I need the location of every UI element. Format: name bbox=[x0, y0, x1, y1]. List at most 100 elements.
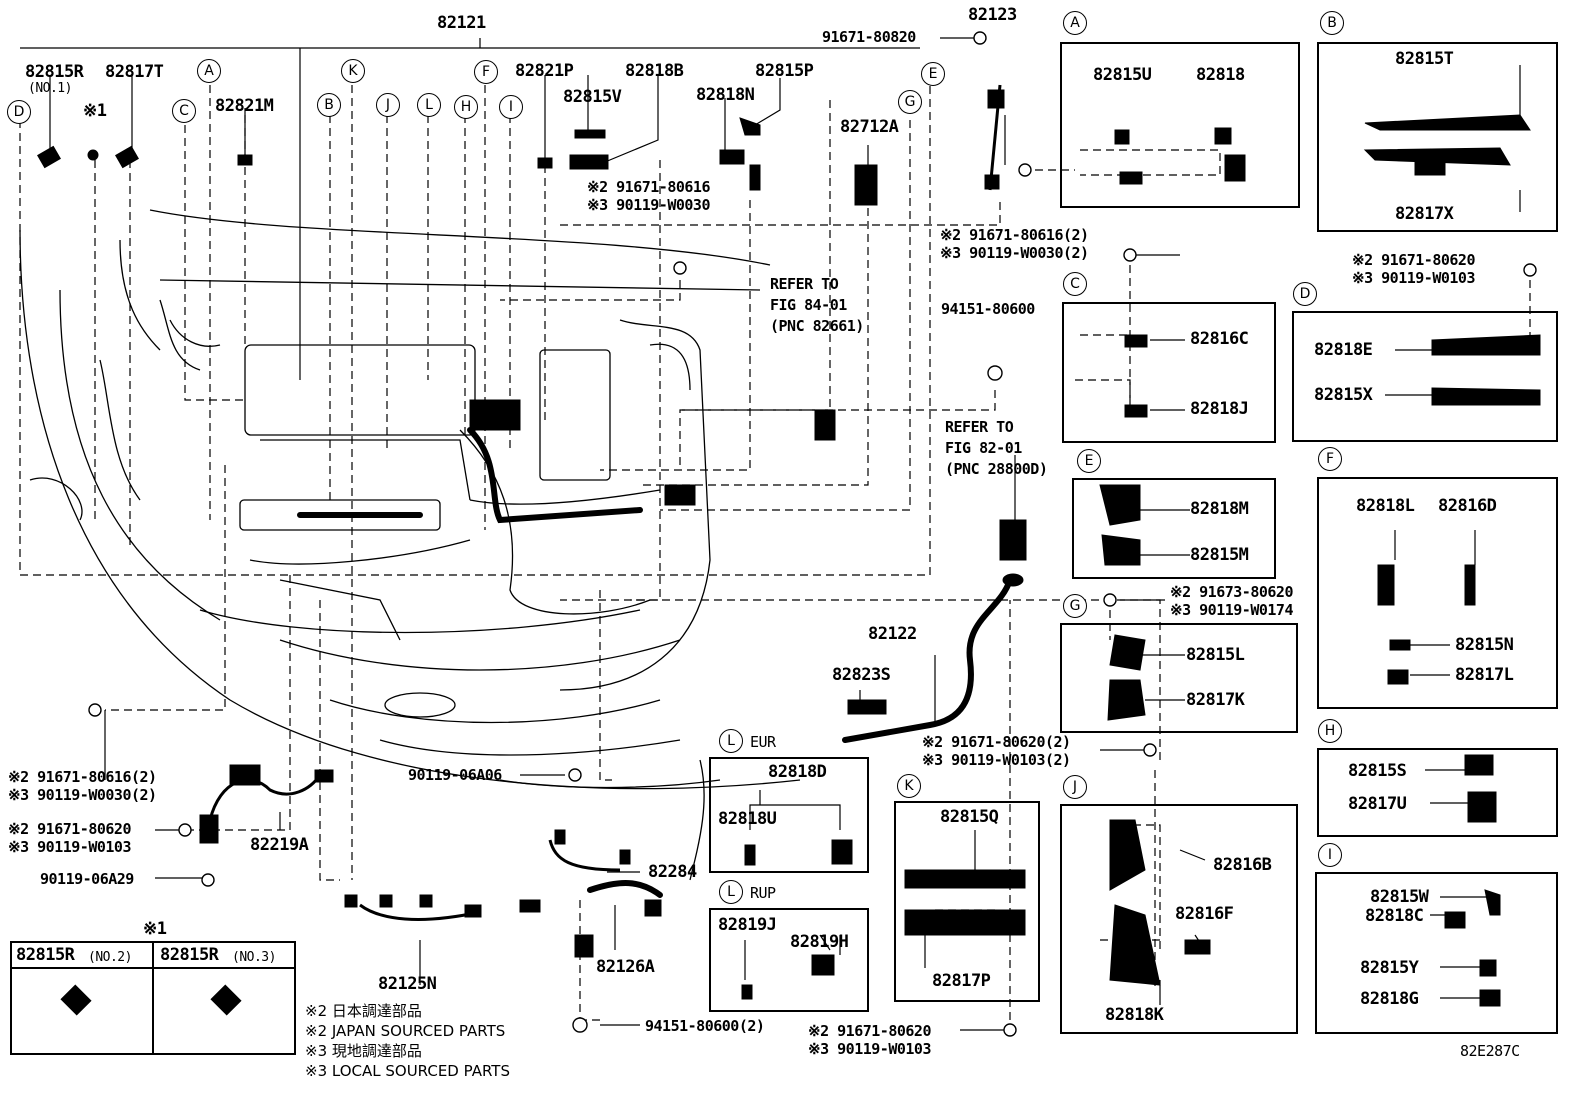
inset-I bbox=[1315, 872, 1558, 1034]
note-line-1: ※2 日本調達部品 bbox=[305, 1002, 422, 1020]
part-94151-80600-label: 94151-80600 bbox=[941, 300, 1035, 318]
part-82126A-label: 82126A bbox=[596, 957, 655, 977]
part-82821M-label: 82821M bbox=[215, 96, 274, 116]
inset-G-callout-1: ※2 91673-80620 bbox=[1170, 583, 1293, 601]
inset-I-part-2: 82818C bbox=[1365, 906, 1424, 926]
inset-H bbox=[1317, 748, 1558, 837]
inset-D-callout-2: ※3 90119-W0103 bbox=[1352, 269, 1475, 287]
part-82284-label: 82284 bbox=[648, 862, 697, 882]
note-line-2: ※2 JAPAN SOURCED PARTS bbox=[305, 1022, 506, 1040]
inset-K bbox=[894, 801, 1040, 1002]
inset-E-part-1: 82818M bbox=[1190, 499, 1249, 519]
inset-C-part-1: 82816C bbox=[1190, 329, 1249, 349]
inset-L-rup-part-1: 82819J bbox=[718, 915, 777, 935]
part-90119-06A29-label: 90119-06A29 bbox=[40, 870, 134, 888]
inset-G-part-1: 82815L bbox=[1186, 645, 1245, 665]
part-82818N-label: 82818N bbox=[696, 85, 755, 105]
part-82712A-label: 82712A bbox=[840, 117, 899, 137]
inset-G-part-2: 82817K bbox=[1186, 690, 1245, 710]
inset-L-rup-region: RUP bbox=[750, 884, 776, 902]
part-82817T-label: 82817T bbox=[105, 62, 164, 82]
part-91671-80820-label: 91671-80820 bbox=[822, 28, 916, 46]
part-82123-label: 82123 bbox=[968, 5, 1017, 25]
inset-H-circle: H bbox=[1318, 719, 1342, 743]
inset-B-part-2: 82817X bbox=[1395, 204, 1454, 224]
inset-B-circle: B bbox=[1320, 11, 1344, 35]
inset-E-part-2: 82815M bbox=[1190, 545, 1249, 565]
inset-F-part-3: 82815N bbox=[1455, 635, 1514, 655]
note-line-3: ※3 現地調達部品 bbox=[305, 1042, 422, 1060]
inset-I-part-1: 82815W bbox=[1370, 887, 1429, 907]
part-82823S-label: 82823S bbox=[832, 665, 891, 685]
inset-F bbox=[1317, 477, 1558, 709]
inset-L-rup-circle: L bbox=[719, 880, 743, 904]
refer2-line2: FIG 82-01 bbox=[945, 439, 1022, 457]
inset-F-part-1: 82818L bbox=[1356, 496, 1415, 516]
diagram-code: 82E287C bbox=[1460, 1042, 1520, 1060]
inset-I-part-3: 82815Y bbox=[1360, 958, 1419, 978]
circle-B-main: B bbox=[317, 93, 341, 117]
star1-cell1-part: 82815R bbox=[16, 945, 75, 965]
circle-J-main: J bbox=[376, 93, 400, 117]
part-94151-80600-2-label: 94151-80600(2) bbox=[645, 1017, 765, 1035]
part-82122-label: 82122 bbox=[868, 624, 917, 644]
inset-F-part-4: 82817L bbox=[1455, 665, 1514, 685]
callout-bottom-line1: ※2 91671-80620 bbox=[808, 1022, 931, 1040]
inset-I-part-4: 82818G bbox=[1360, 989, 1419, 1009]
callout-left-line1: ※2 91671-80616(2) bbox=[8, 768, 157, 786]
part-82121-label: 82121 bbox=[437, 13, 486, 33]
inset-C bbox=[1062, 302, 1276, 443]
inset-E bbox=[1072, 478, 1276, 579]
star1-label: ※1 bbox=[83, 101, 107, 121]
inset-J-part-1: 82816B bbox=[1213, 855, 1272, 875]
part-82815V-label: 82815V bbox=[563, 87, 622, 107]
inset-J-part-3: 82818K bbox=[1105, 1005, 1164, 1025]
harness-main-wire bbox=[297, 427, 643, 524]
inset-C-circle: C bbox=[1063, 272, 1087, 296]
star1-box-divider bbox=[152, 941, 154, 1053]
circle-K-main: K bbox=[341, 59, 365, 83]
refer2-line3: (PNC 28800D) bbox=[945, 460, 1048, 478]
callout-ur-line2: ※3 90119-W0030(2) bbox=[940, 244, 1089, 262]
callout-lm-line2: ※3 90119-W0103(2) bbox=[922, 751, 1071, 769]
callout-bottom-line2: ※3 90119-W0103 bbox=[808, 1040, 931, 1058]
part-90119-06A06-label: 90119-06A06 bbox=[408, 766, 502, 784]
inset-F-circle: F bbox=[1318, 447, 1342, 471]
inset-J-part-2: 82816F bbox=[1175, 904, 1234, 924]
inset-I-circle: I bbox=[1318, 843, 1342, 867]
inset-J bbox=[1060, 804, 1298, 1034]
part-82815R-sub-label: (NO.1) bbox=[28, 81, 72, 96]
inset-G-circle: G bbox=[1063, 594, 1087, 618]
inset-L-eur-part-1: 82818D bbox=[768, 762, 827, 782]
inset-L-rup bbox=[709, 908, 869, 1012]
inset-A bbox=[1060, 42, 1300, 208]
circle-L-main: L bbox=[417, 93, 441, 117]
connector-82817T-icon bbox=[115, 145, 139, 169]
inset-E-circle: E bbox=[1077, 449, 1101, 473]
star1-cell1-sub: (NO.2) bbox=[88, 950, 132, 965]
inset-L-eur-region: EUR bbox=[750, 733, 776, 751]
star1-box-header-line bbox=[10, 967, 294, 969]
circle-A-main: A bbox=[197, 59, 221, 83]
refer1-line1: REFER TO bbox=[770, 275, 839, 293]
inset-K-part-2: 82817P bbox=[932, 971, 991, 991]
inset-D-callout-1: ※2 91671-80620 bbox=[1352, 251, 1475, 269]
inset-F-part-2: 82816D bbox=[1438, 496, 1497, 516]
circle-E-main: E bbox=[921, 62, 945, 86]
callout-left-line2: ※3 90119-W0030(2) bbox=[8, 786, 157, 804]
circle-D-main: D bbox=[7, 100, 31, 124]
callout-mid-line1: ※2 91671-80616 bbox=[587, 178, 710, 196]
callout-left2-line1: ※2 91671-80620 bbox=[8, 820, 131, 838]
circle-I-main: I bbox=[499, 95, 523, 119]
inset-L-eur bbox=[709, 757, 869, 873]
inset-L-eur-circle: L bbox=[719, 729, 743, 753]
inset-J-circle: J bbox=[1063, 775, 1087, 799]
inset-D-circle: D bbox=[1293, 282, 1317, 306]
circle-H-main: H bbox=[454, 95, 478, 119]
inset-B-part-1: 82815T bbox=[1395, 49, 1454, 69]
inset-A-part-2: 82818 bbox=[1196, 65, 1245, 85]
inset-D-part-1: 82818E bbox=[1314, 340, 1373, 360]
callout-lm-line1: ※2 91671-80620(2) bbox=[922, 733, 1071, 751]
part-82821P-label: 82821P bbox=[515, 61, 574, 81]
